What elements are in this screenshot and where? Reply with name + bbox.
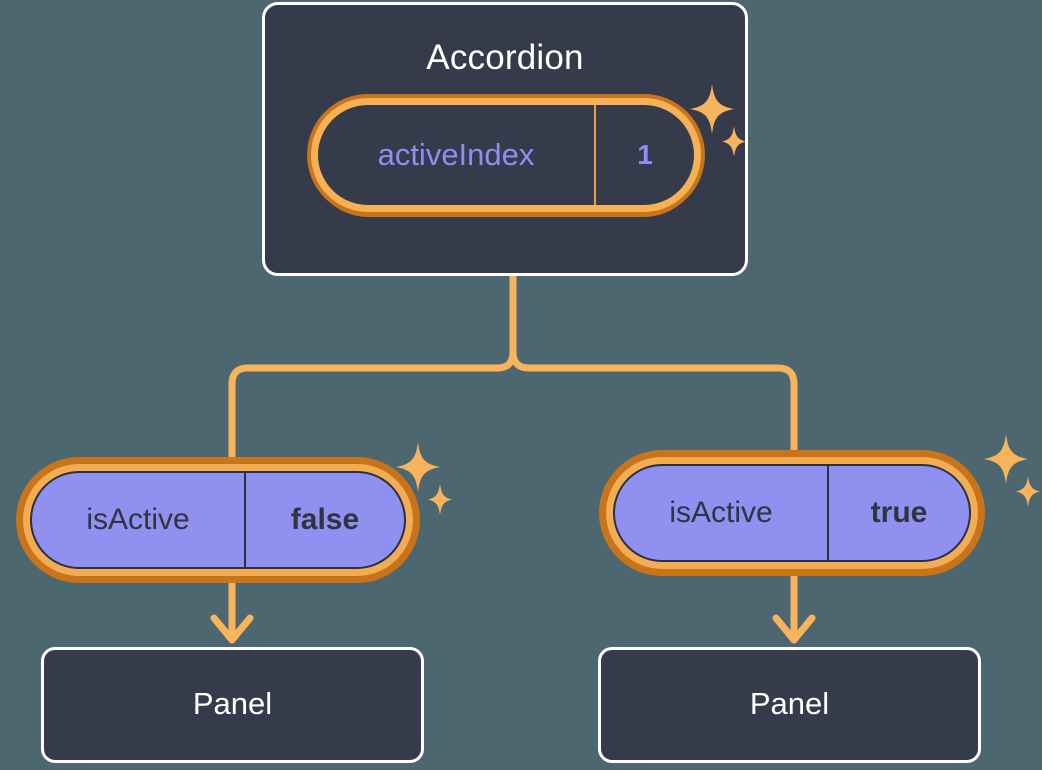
prop-key-is-active-right: isActive: [669, 496, 773, 529]
prop-key-is-active-left: isActive: [86, 503, 190, 536]
prop-pill-active-index[interactable]: activeIndex 1: [311, 98, 701, 212]
pill-divider: [244, 473, 246, 567]
panel-title-left: Panel: [192, 686, 273, 721]
prop-key-active-index: activeIndex: [377, 137, 535, 172]
sparkle-icon: [980, 432, 1042, 506]
arrow-right-head: [772, 614, 816, 644]
prop-pill-is-active-true[interactable]: isActive true: [613, 464, 971, 562]
panel-title-right: Panel: [749, 686, 830, 721]
prop-value-is-active-left: false: [290, 503, 360, 536]
pill-divider: [594, 105, 596, 205]
arrow-left-head: [210, 614, 254, 644]
panel-card-right[interactable]: Panel: [598, 647, 981, 763]
accordion-title: Accordion: [426, 38, 584, 77]
panel-card-left[interactable]: Panel: [41, 647, 424, 763]
connector-branch-left: [228, 348, 517, 474]
prop-value-is-active-right: true: [870, 496, 928, 529]
prop-value-active-index: 1: [637, 139, 653, 170]
pill-divider: [827, 466, 829, 560]
prop-pill-is-active-false[interactable]: isActive false: [30, 471, 406, 569]
connector-branch-right: [509, 348, 798, 470]
